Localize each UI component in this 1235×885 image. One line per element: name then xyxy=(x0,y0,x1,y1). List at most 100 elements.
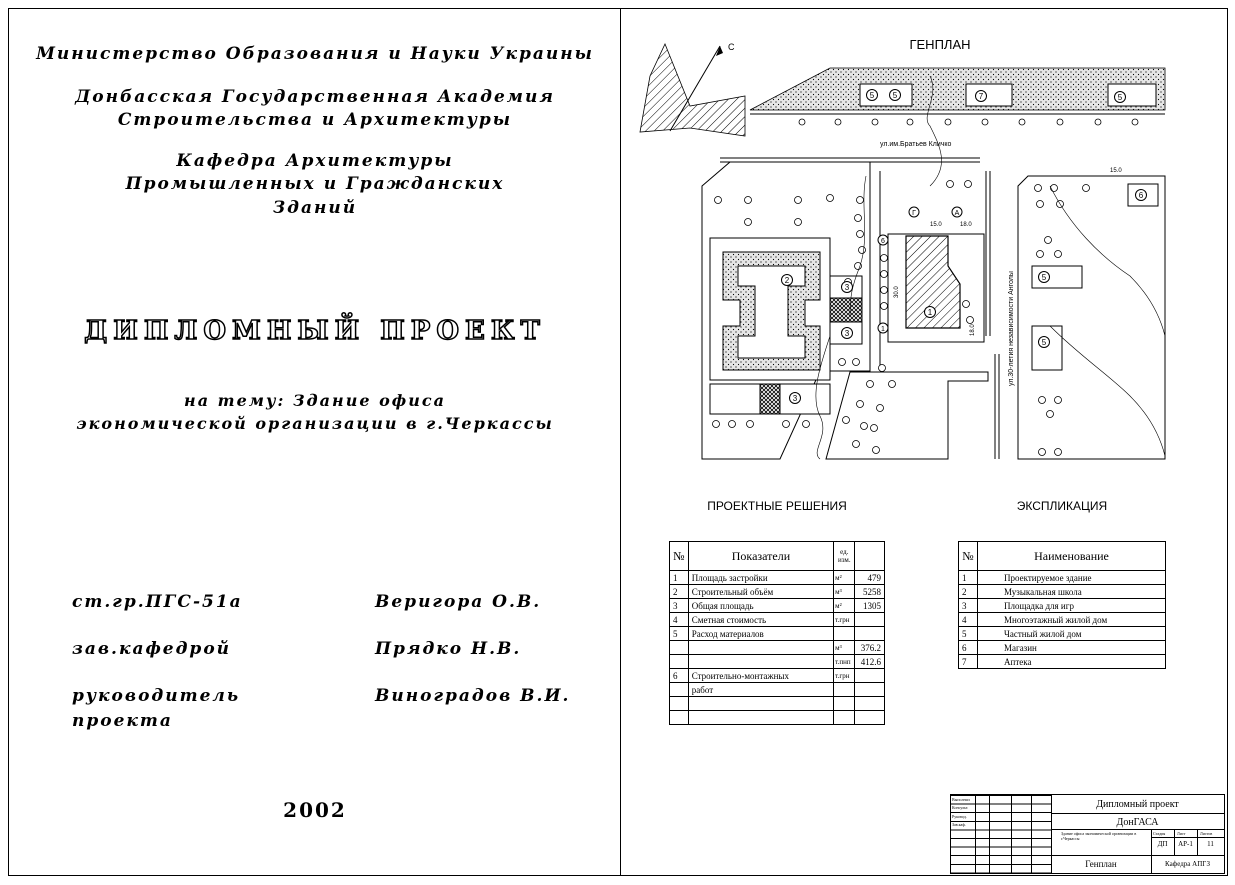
svg-text:5: 5 xyxy=(1118,93,1123,102)
svg-text:15.0: 15.0 xyxy=(1110,168,1122,174)
stamp-sheet-title: Генплан xyxy=(1085,859,1117,869)
svg-text:1: 1 xyxy=(881,326,885,333)
svg-text:15.0: 15.0 xyxy=(930,222,942,228)
house-5b xyxy=(1031,325,1063,371)
row-name: Сметная стоимость xyxy=(687,612,835,627)
col-name: Наименование xyxy=(977,541,1166,571)
svg-text:18.0: 18.0 xyxy=(970,324,976,336)
svg-text:18.0: 18.0 xyxy=(960,222,972,228)
row-unit: т.грн xyxy=(833,612,856,627)
supervisor-name: Виноградов В.И. xyxy=(375,686,571,706)
department-line-2: Промышленных и Гражданских xyxy=(125,174,505,194)
row-num xyxy=(669,640,689,655)
theme-line-2: экономической организации в г.Черкассы xyxy=(76,414,554,433)
block-top xyxy=(749,67,1166,111)
row-value xyxy=(854,668,885,683)
svg-text:5: 5 xyxy=(1042,273,1047,282)
row-value: 5258 xyxy=(854,584,885,599)
contour-lines xyxy=(815,75,1166,460)
head-role: зав.кафедрой xyxy=(72,639,232,659)
street-right-label: ул.30-летия независимости Анголы xyxy=(1008,271,1015,386)
playground-cross-1 xyxy=(759,383,781,415)
stamp-project: Дипломный проект xyxy=(1096,799,1179,810)
row-name: Расход материалов xyxy=(687,626,835,641)
row-unit xyxy=(833,626,856,641)
svg-text:5: 5 xyxy=(1042,338,1047,347)
svg-text:3: 3 xyxy=(845,283,850,292)
row-num: 2 xyxy=(669,584,689,599)
row-num: 4 xyxy=(958,612,978,627)
row-value: 376.2 xyxy=(854,640,885,655)
row-name: Магазин xyxy=(977,640,1166,655)
svg-text:Г: Г xyxy=(912,210,916,217)
sheet-border xyxy=(8,8,1228,876)
row-num: 1 xyxy=(669,570,689,585)
row-name xyxy=(687,696,835,711)
row-num: 6 xyxy=(958,640,978,655)
academy-line-2: Строительства и Архитектуры xyxy=(117,110,513,130)
svg-text:6: 6 xyxy=(1139,191,1144,200)
row-num: 5 xyxy=(958,626,978,641)
col-unit: ед. изм. xyxy=(833,541,856,571)
svg-text:6: 6 xyxy=(881,238,885,245)
row-num: 1 xyxy=(958,570,978,585)
row-unit: т.пнп xyxy=(833,654,856,669)
number-markers: 1 2 3 3 3 5 5 7 5 6 5 5 xyxy=(781,89,1147,404)
row-name: Проектируемое здание xyxy=(977,570,1166,585)
svg-text:5: 5 xyxy=(893,91,898,100)
row-name: Площадка для игр xyxy=(977,598,1166,613)
stamp-dept: Кафедра АПГЗ xyxy=(1165,860,1210,868)
project-title: ДИПЛОМНЫЙ ПРОЕКТ xyxy=(83,315,546,347)
student-role: ст.гр.ПГС-51а xyxy=(72,592,243,612)
svg-text:30.0: 30.0 xyxy=(894,286,900,298)
trees xyxy=(712,180,1090,456)
block-bottom xyxy=(825,371,989,460)
row-name: Общая площадь xyxy=(687,598,835,613)
col-name: Показатели xyxy=(687,541,835,571)
row-name xyxy=(687,654,835,669)
row-unit xyxy=(833,710,856,725)
row-name: Аптека xyxy=(977,654,1166,669)
row-num: 3 xyxy=(669,598,689,613)
row-value: 412.6 xyxy=(854,654,885,669)
designed-building xyxy=(905,235,961,329)
row-name: Частный жилой дом xyxy=(977,626,1166,641)
row-num xyxy=(669,682,689,697)
svg-text:3: 3 xyxy=(845,329,850,338)
street-top-label: ул.им.Братьев Кличко xyxy=(880,141,952,148)
row-num: 3 xyxy=(958,598,978,613)
row-num: 5 xyxy=(669,626,689,641)
department-line-1: Кафедра Архитектуры xyxy=(176,151,454,171)
row-unit: м² xyxy=(833,570,856,585)
supervisor-role-1: руководитель xyxy=(72,686,241,706)
row-num xyxy=(669,654,689,669)
student-name: Веригора О.В. xyxy=(375,592,542,612)
row-name: работ xyxy=(687,682,835,697)
table-row: работ xyxy=(669,682,885,697)
row-name xyxy=(687,710,835,725)
row-name: Площадь застройки xyxy=(687,570,835,585)
row-unit: м³ xyxy=(833,584,856,599)
svg-text:7: 7 xyxy=(979,92,984,101)
svg-text:3: 3 xyxy=(793,394,798,403)
row-value xyxy=(854,696,885,711)
stamp-org: ДонГАСА xyxy=(1116,817,1159,828)
svg-text:5: 5 xyxy=(870,91,875,100)
wind-rose-icon: С xyxy=(639,42,746,137)
genplan-drawing: С ул.им.Братьев Кличко ул.30-летия незав… xyxy=(639,42,1166,460)
stamp: Выполнил Консульт. Руковод. Зав.каф. Дип… xyxy=(950,794,1225,874)
